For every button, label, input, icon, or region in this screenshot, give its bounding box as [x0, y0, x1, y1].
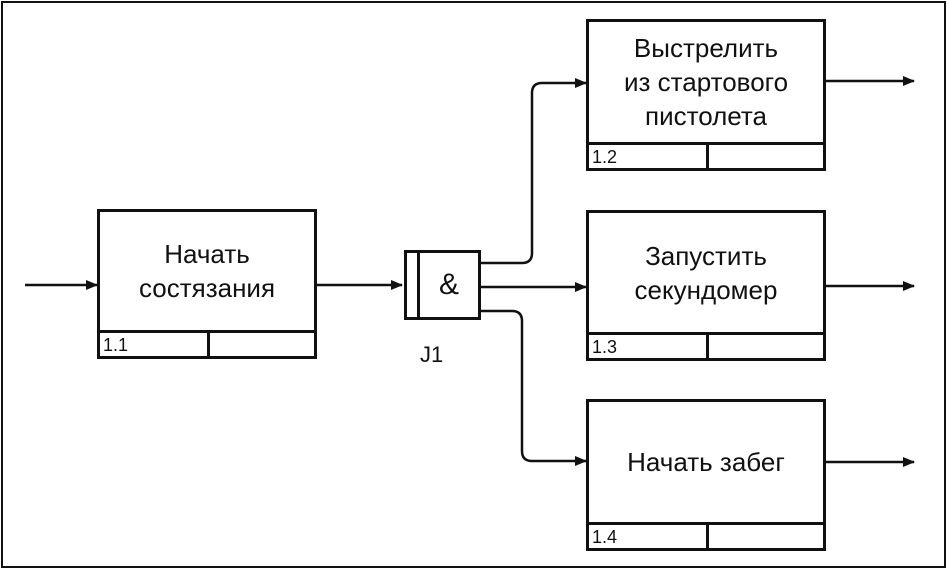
arrow-junction-to-1-2: [481, 78, 587, 265]
arrow-junction-to-1-4: [481, 309, 587, 466]
activity-footer: 1.1: [100, 330, 314, 356]
activity-label: Запустить секундомер: [634, 240, 778, 305]
footer-divider: [706, 145, 709, 168]
activity-number: 1.3: [592, 337, 618, 357]
junction-bar: [417, 253, 420, 317]
activity-footer: 1.2: [589, 142, 823, 168]
activity-footer: 1.4: [589, 522, 823, 548]
activity-label: Начать забег: [627, 447, 785, 477]
activity-footer: 1.3: [589, 332, 823, 358]
activity-number: 1.1: [103, 335, 129, 355]
junction-label: J1: [420, 342, 444, 367]
activity-box-1-2: Выстрелить из стартового пистолета 1.2: [586, 19, 826, 171]
junction-symbol: &: [438, 268, 459, 301]
activity-box-1-4: Начать забег 1.4: [586, 399, 826, 551]
activity-number: 1.2: [592, 147, 618, 167]
activity-box-1-1: Начать состязания 1.1: [97, 209, 317, 359]
footer-divider: [706, 525, 709, 548]
footer-divider: [706, 335, 709, 358]
activity-label: Выстрелить из стартового пистолета: [623, 33, 789, 131]
activity-label: Начать состязания: [138, 239, 276, 303]
footer-divider: [207, 333, 210, 356]
activity-box-1-3: Запустить секундомер 1.3: [586, 210, 826, 361]
junction-and: &: [404, 250, 481, 320]
activity-number: 1.4: [592, 527, 618, 547]
